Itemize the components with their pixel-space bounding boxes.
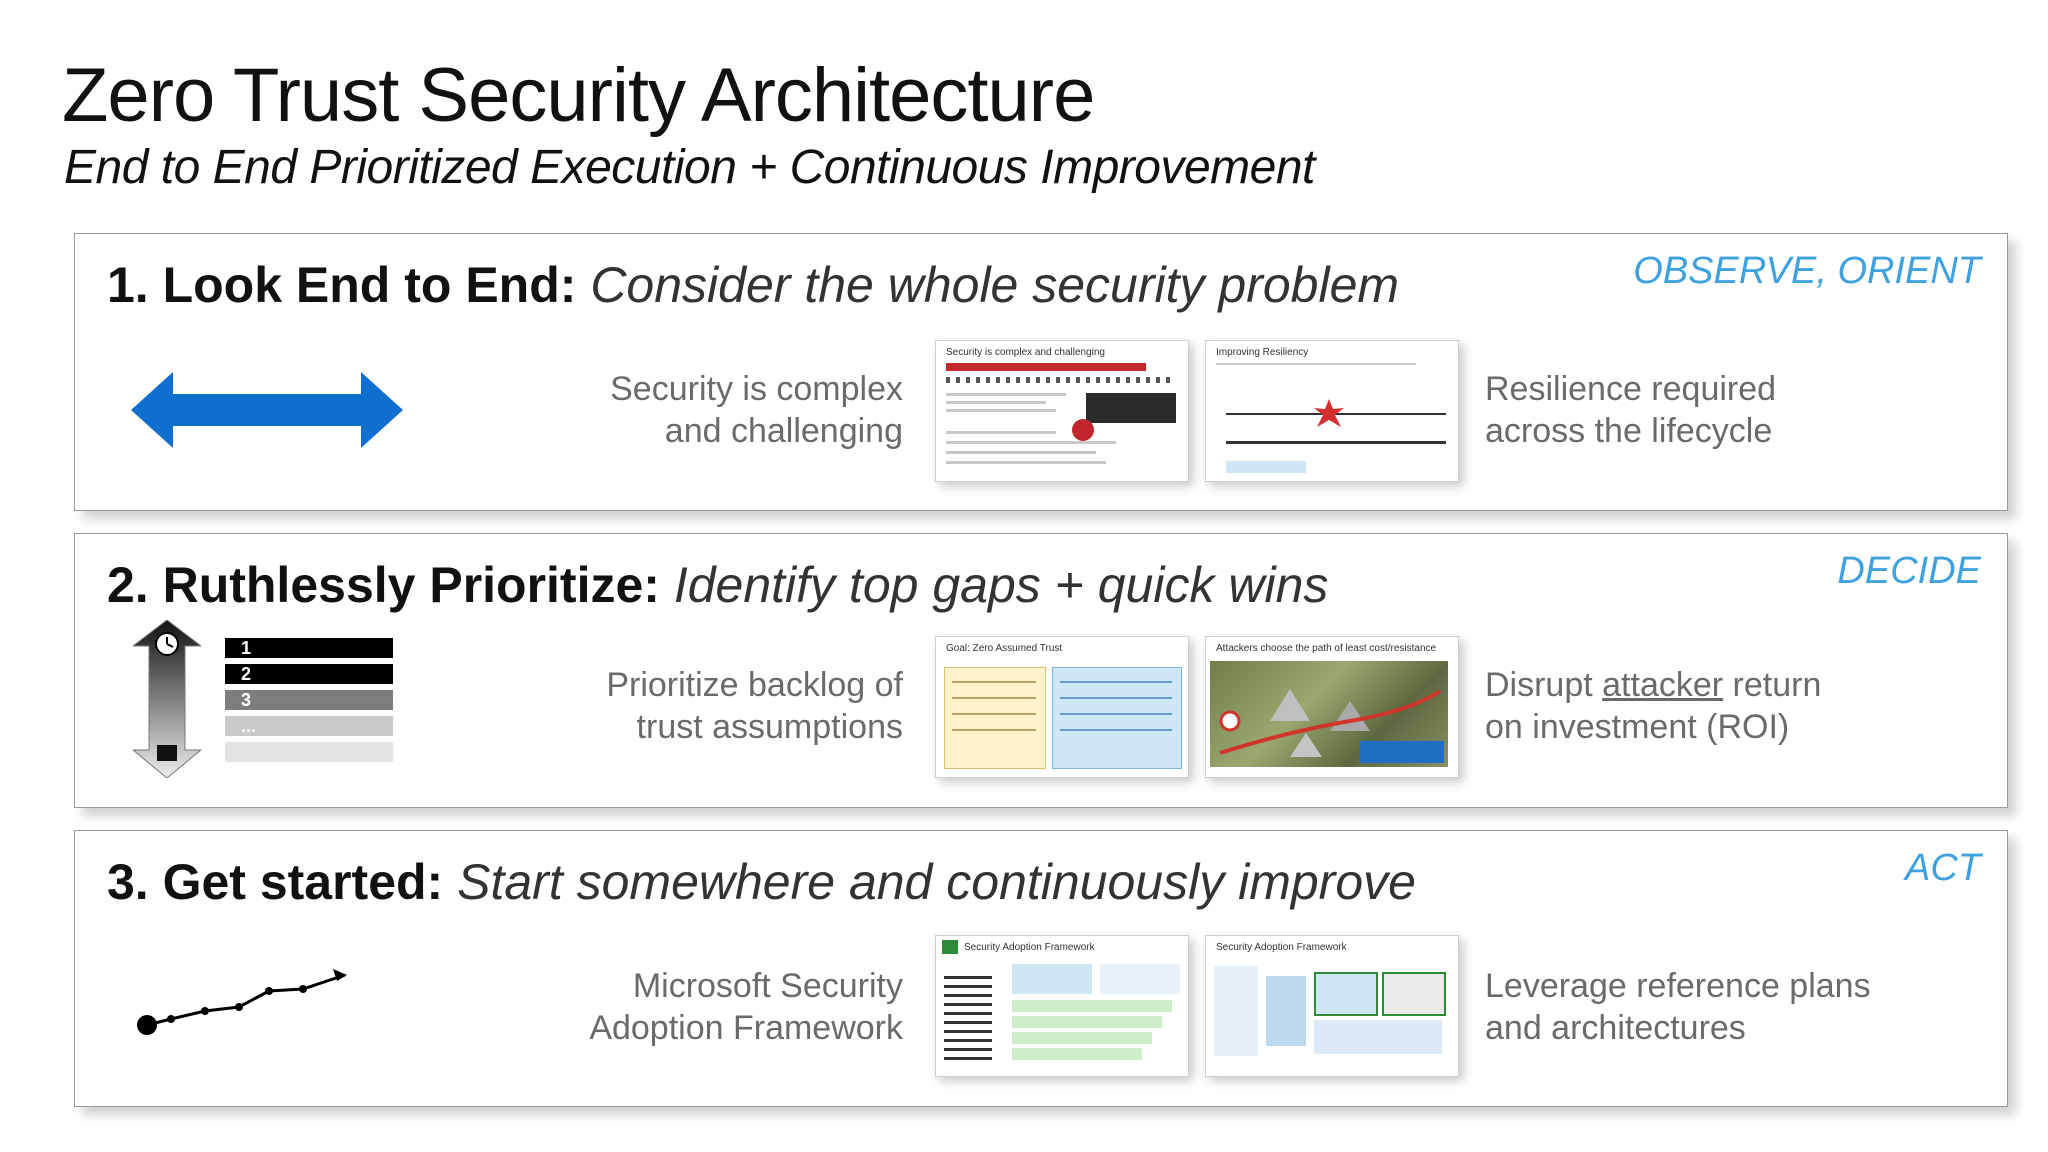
priority-arrow-icon: [133, 620, 201, 778]
page-subtitle: End to End Prioritized Execution + Conti…: [64, 141, 1315, 194]
section-heading: 1. Look End to End: Consider the whole s…: [107, 256, 1399, 314]
phase-label: DECIDE: [1837, 550, 1981, 592]
phase-label: OBSERVE, ORIENT: [1633, 250, 1981, 292]
priority-item: [225, 742, 393, 762]
priority-item: 1: [225, 638, 393, 658]
page-title: Zero Trust Security Architecture: [62, 53, 1095, 138]
right-description: Disrupt attacker return on investment (R…: [1485, 666, 1822, 746]
right-description: Leverage reference plans and architectur…: [1485, 967, 1871, 1047]
section-ruthlessly-prioritize: 2. Ruthlessly Prioritize: Identify top g…: [74, 533, 2008, 808]
section-heading-italic: Identify top gaps + quick wins: [673, 557, 1329, 613]
thumbnail-security-complex: Security is complex and challenging: [935, 340, 1189, 482]
section-heading-italic: Start somewhere and continuously improve: [457, 854, 1416, 910]
thumbnail-adoption-framework-2: Security Adoption Framework: [1205, 935, 1459, 1077]
thumbnail-improving-resiliency: Improving Resiliency: [1205, 340, 1459, 482]
left-description: Microsoft Security Adoption Framework: [589, 967, 903, 1047]
section-heading-bold: 3. Get started:: [107, 854, 444, 910]
section-look-end-to-end: 1. Look End to End: Consider the whole s…: [74, 233, 2008, 511]
right-description: Resilience required across the lifecycle: [1485, 370, 1777, 450]
section-heading-italic: Consider the whole security problem: [590, 257, 1400, 313]
section-heading: 3. Get started: Start somewhere and cont…: [107, 853, 1416, 911]
left-description: Security is complex and challenging: [610, 370, 903, 450]
section-get-started: 3. Get started: Start somewhere and cont…: [74, 830, 2008, 1107]
priority-item: 3: [225, 690, 393, 710]
progress-line-icon: [137, 969, 347, 1035]
section-heading: 2. Ruthlessly Prioritize: Identify top g…: [107, 556, 1328, 614]
phase-label: ACT: [1905, 847, 1981, 889]
left-description: Prioritize backlog of trust assumptions: [606, 666, 903, 746]
thumbnail-attackers-path: Attackers choose the path of least cost/…: [1205, 636, 1459, 778]
thumbnail-adoption-framework-1: Security Adoption Framework: [935, 935, 1189, 1077]
section-heading-bold: 1. Look End to End:: [107, 257, 577, 313]
priority-item: 2: [225, 664, 393, 684]
priority-item: ...: [225, 716, 393, 736]
section-heading-bold: 2. Ruthlessly Prioritize:: [107, 557, 660, 613]
double-arrow-icon: [131, 372, 403, 448]
thumbnail-zero-assumed-trust: Goal: Zero Assumed Trust: [935, 636, 1189, 778]
